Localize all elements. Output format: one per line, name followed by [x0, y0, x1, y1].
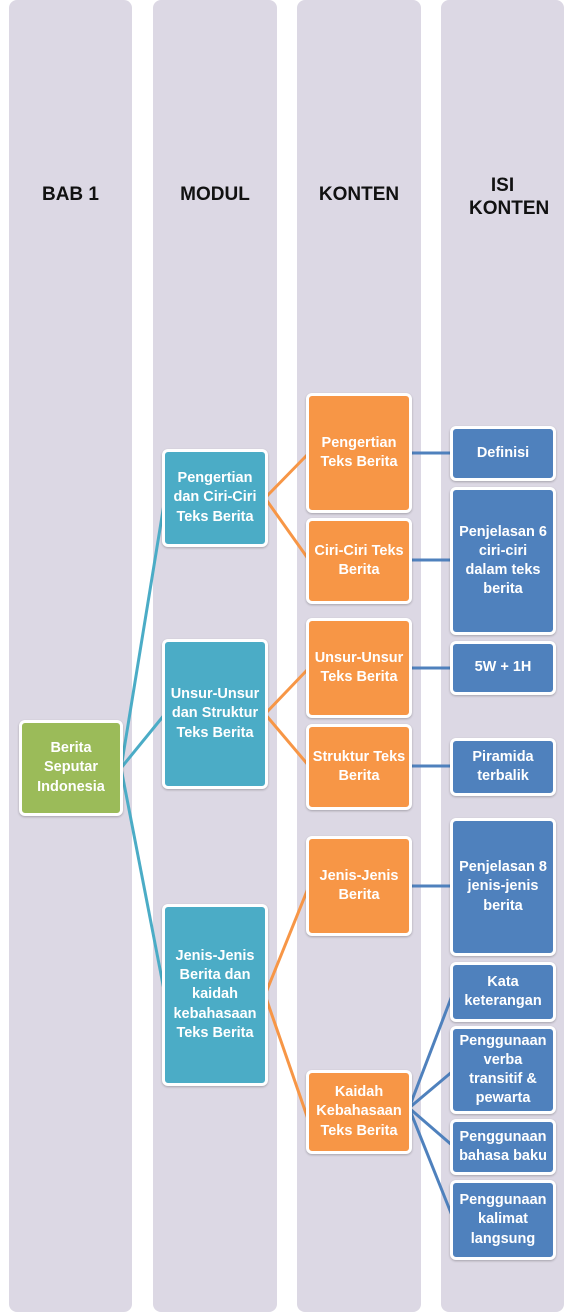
column-title-modul: MODUL — [180, 184, 250, 205]
root-node: Berita Seputar Indonesia — [19, 720, 123, 816]
connector-root-module-1 — [119, 497, 167, 769]
detail-node-verba-transitif: Penggunaan verba transitif & pewarta — [450, 1026, 556, 1114]
detail-node-piramida-terbalik: Piramida terbalik — [450, 738, 556, 796]
connector-root-module-2 — [119, 713, 167, 769]
detail-node-penjelasan-ciri: Penjelasan 6 ciri-ciri dalam teks berita — [450, 487, 556, 635]
connector-content-6-detail-1 — [407, 992, 455, 1109]
detail-node-5w1h: 5W + 1H — [450, 641, 556, 695]
column-title-isi-konten: ISI KONTEN — [469, 175, 550, 219]
column-title-konten: KONTEN — [318, 184, 400, 205]
connector-module-3-content-2 — [263, 994, 311, 1123]
connector-content-6-detail-2 — [408, 1069, 454, 1110]
connector-content-6-detail-3 — [408, 1106, 454, 1148]
module-node-unsur-struktur: Unsur-Unsur dan Struktur Teks Berita — [162, 639, 268, 789]
detail-node-bahasa-baku: Penggunaan bahasa baku — [450, 1119, 556, 1175]
detail-node-definisi: Definisi — [450, 426, 556, 481]
connector-module-3-content-1 — [263, 885, 311, 996]
connector-module-2-content-1 — [263, 666, 311, 716]
content-node-unsur-unsur-teks-berita: Unsur-Unsur Teks Berita — [306, 618, 412, 718]
detail-node-kalimat-langsung: Penggunaan kalimat langsung — [450, 1180, 556, 1260]
column-bab: BAB 1 — [9, 0, 132, 1312]
content-node-struktur-teks-berita: Struktur Teks Berita — [306, 724, 412, 810]
detail-node-penjelasan-jenis: Penjelasan 8 jenis-jenis berita — [450, 818, 556, 956]
content-node-ciri-ciri-teks-berita: Ciri-Ciri Teks Berita — [306, 518, 412, 604]
module-node-jenis-kaidah: Jenis-Jenis Berita dan kaidah kebahasaan… — [162, 904, 268, 1086]
content-node-kaidah-kebahasaan: Kaidah Kebahasaan Teks Berita — [306, 1070, 412, 1154]
connector-content-6-detail-4 — [407, 1107, 455, 1219]
module-node-pengertian-ciri: Pengertian dan Ciri-Ciri Teks Berita — [162, 449, 268, 547]
connector-module-1-content-1 — [263, 451, 311, 500]
content-node-pengertian-teks-berita: Pengertian Teks Berita — [306, 393, 412, 513]
content-node-jenis-jenis-berita: Jenis-Jenis Berita — [306, 836, 412, 936]
column-title-bab: BAB 1 — [41, 184, 99, 205]
connector-module-1-content-2 — [263, 497, 311, 561]
connector-root-module-3 — [119, 767, 167, 996]
connector-module-2-content-2 — [263, 713, 311, 767]
detail-node-kata-keterangan: Kata keterangan — [450, 962, 556, 1022]
